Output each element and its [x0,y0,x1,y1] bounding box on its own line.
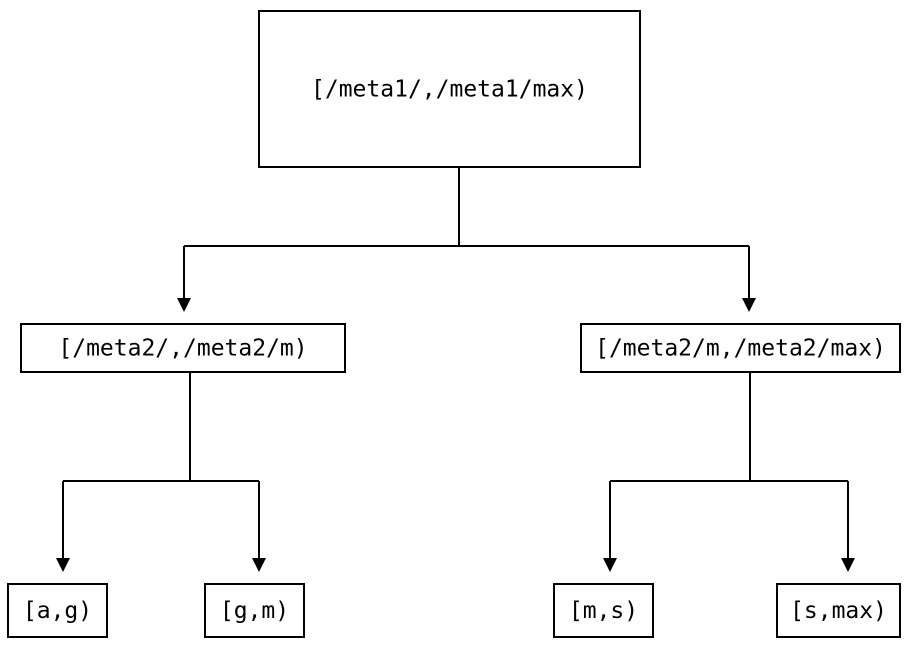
node-leaf-3-label: [m,s) [569,598,638,624]
node-root-box[interactable] [258,10,641,168]
node-leaf-4[interactable]: [s,max) [776,583,901,638]
node-leaf-4-box[interactable] [776,583,901,638]
node-leaf-3[interactable]: [m,s) [553,583,654,638]
node-leaf-1-box[interactable] [7,583,108,638]
node-mid-left-label: [/meta2/,/meta2/m) [58,336,307,362]
node-leaf-2-box[interactable] [204,583,305,638]
node-root-label: [/meta1/,/meta1/max) [311,77,588,103]
node-leaf-1-label: [a,g) [23,598,92,624]
node-mid-left-box[interactable] [20,323,346,373]
arrowhead-icon-to-leaf-3 [603,558,617,572]
node-leaf-2-label: [g,m) [220,598,289,624]
arrowhead-icon-to-mid-right [742,298,756,312]
arrowhead-icon-to-leaf-4 [841,558,855,572]
arrowhead-icon-to-mid-left [177,298,191,312]
node-leaf-1[interactable]: [a,g) [7,583,108,638]
arrowhead-icon-to-leaf-1 [56,558,70,572]
node-mid-right[interactable]: [/meta2/m,/meta2/max) [580,323,901,373]
node-mid-right-box[interactable] [580,323,901,373]
node-leaf-3-box[interactable] [553,583,654,638]
arrowhead-icon-to-leaf-2 [252,558,266,572]
node-leaf-2[interactable]: [g,m) [204,583,305,638]
node-mid-left[interactable]: [/meta2/,/meta2/m) [20,323,346,373]
node-leaf-4-label: [s,max) [790,598,887,624]
node-root[interactable]: [/meta1/,/meta1/max) [258,10,641,168]
node-mid-right-label: [/meta2/m,/meta2/max) [595,336,886,362]
